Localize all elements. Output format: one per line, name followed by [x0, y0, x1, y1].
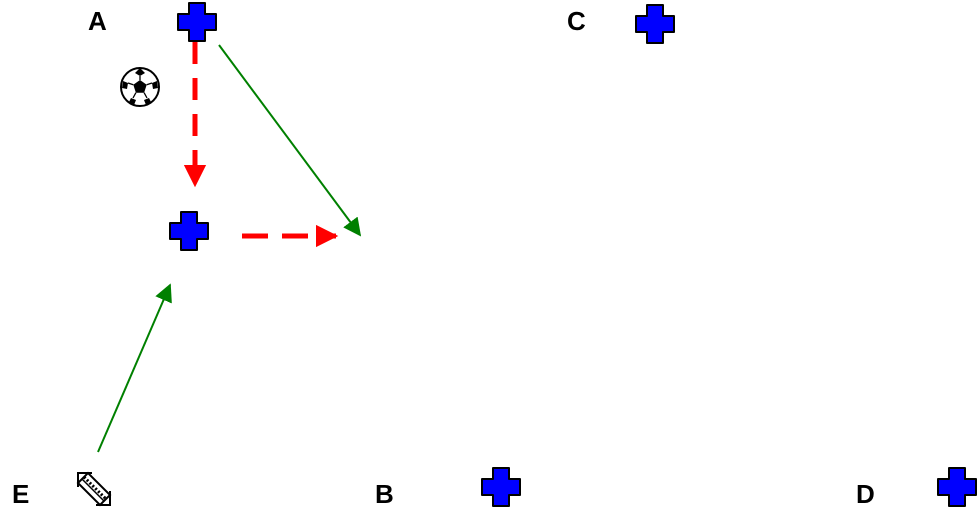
label-b: B [375, 479, 394, 509]
cone-icon [76, 471, 112, 507]
player-c-icon [635, 4, 675, 44]
label-e: E [12, 479, 29, 509]
pass-arrow-e-to-player [97, 283, 172, 453]
label-c: C [567, 6, 586, 36]
soccer-ball-icon [120, 67, 160, 107]
player-a-icon [177, 2, 217, 42]
label-a: A [88, 6, 107, 36]
label-d: D [856, 479, 875, 509]
player-d-icon [937, 467, 977, 507]
player-middle-icon [169, 211, 209, 251]
pass-arrow-a-to-space [218, 44, 362, 237]
player-b-icon [481, 467, 521, 507]
